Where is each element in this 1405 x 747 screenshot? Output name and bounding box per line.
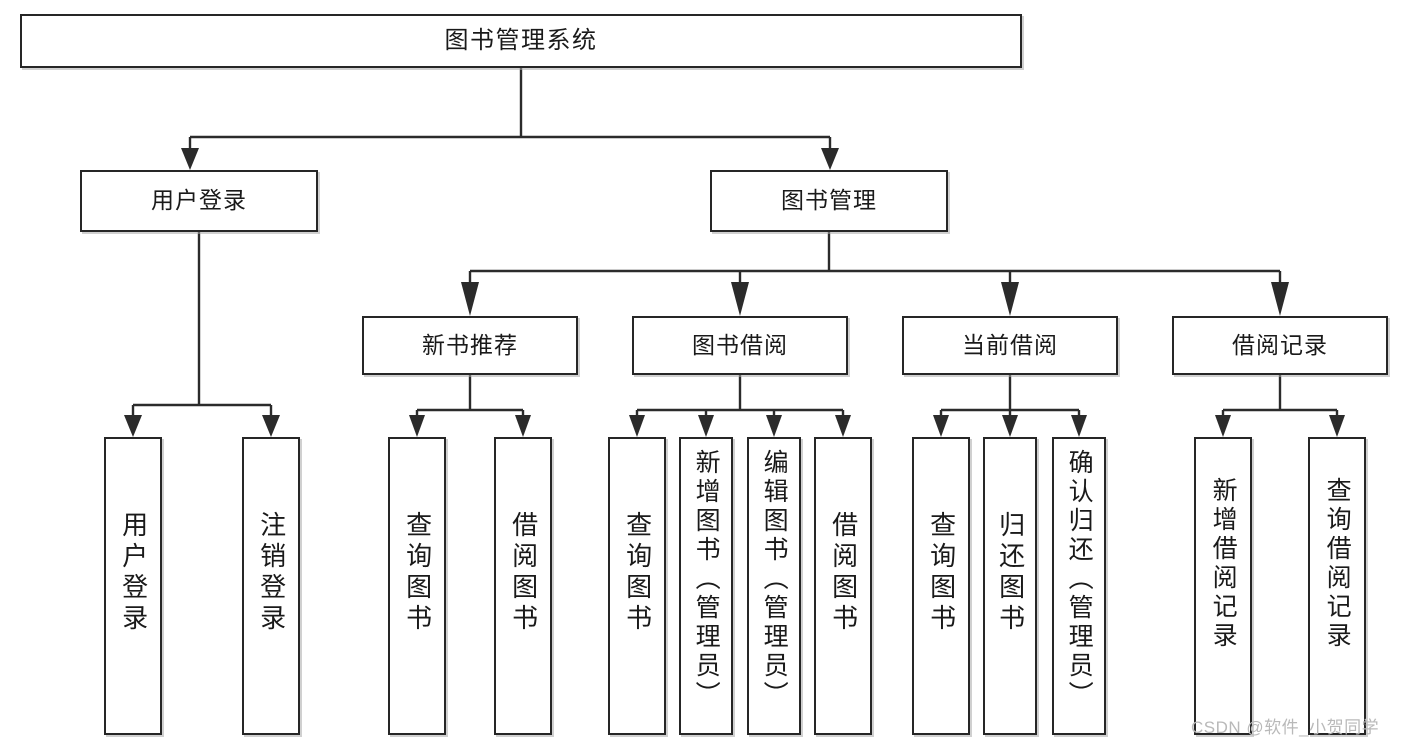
node-label: 当前借阅 bbox=[962, 331, 1058, 358]
leaf-user-login[interactable]: 用户登录 bbox=[104, 437, 162, 735]
arrowhead-leaf-add-book-admin bbox=[698, 415, 714, 437]
node-label: 图书管理系统 bbox=[444, 26, 598, 54]
node-label: 确认归还（管理员） bbox=[1065, 449, 1094, 710]
node-label: 注销登录 bbox=[256, 511, 287, 635]
node-label: 用户登录 bbox=[151, 187, 247, 214]
csdn-watermark: CSDN @软件_小贺同学 bbox=[1191, 718, 1380, 737]
node-label: 归还图书 bbox=[995, 511, 1026, 635]
arrowhead-borrow-record bbox=[1271, 282, 1289, 316]
node-root-book-management-system[interactable]: 图书管理系统 bbox=[20, 14, 1022, 68]
node-new-book-recommendation[interactable]: 新书推荐 bbox=[362, 316, 578, 375]
node-label: 用户登录 bbox=[118, 511, 149, 635]
node-label: 查询图书 bbox=[402, 511, 433, 635]
arrowhead-leaf-query-book-borrow bbox=[629, 415, 645, 437]
arrowhead-current-borrow bbox=[1001, 282, 1019, 316]
leaf-edit-book-admin[interactable]: 编辑图书（管理员） bbox=[747, 437, 801, 735]
leaf-return-book[interactable]: 归还图书 bbox=[983, 437, 1037, 735]
arrowhead-book-borrow bbox=[731, 282, 749, 316]
leaf-user-logout[interactable]: 注销登录 bbox=[242, 437, 300, 735]
arrowhead-leaf-borrow-book-rec bbox=[515, 415, 531, 437]
leaf-add-borrow-record[interactable]: 新增借阅记录 bbox=[1194, 437, 1252, 735]
node-label: 新增借阅记录 bbox=[1209, 477, 1238, 651]
leaf-query-book-recommend[interactable]: 查询图书 bbox=[388, 437, 446, 735]
leaf-confirm-return-admin[interactable]: 确认归还（管理员） bbox=[1052, 437, 1106, 735]
leaf-query-borrow-record[interactable]: 查询借阅记录 bbox=[1308, 437, 1366, 735]
arrowhead-leaf-query-book-current bbox=[933, 415, 949, 437]
node-label: 查询图书 bbox=[622, 511, 653, 635]
arrowhead-leaf-add-borrow-record bbox=[1215, 415, 1231, 437]
arrowhead-leaf-query-book-rec bbox=[409, 415, 425, 437]
node-book-borrow[interactable]: 图书借阅 bbox=[632, 316, 848, 375]
node-label: 编辑图书（管理员） bbox=[760, 449, 789, 710]
leaf-add-book-admin[interactable]: 新增图书（管理员） bbox=[679, 437, 733, 735]
node-label: 新增图书（管理员） bbox=[692, 449, 721, 710]
node-borrow-record[interactable]: 借阅记录 bbox=[1172, 316, 1388, 375]
leaf-borrow-book[interactable]: 借阅图书 bbox=[814, 437, 872, 735]
arrowhead-leaf-user-login bbox=[124, 415, 142, 437]
node-label: 借阅记录 bbox=[1232, 331, 1328, 358]
arrowhead-leaf-query-borrow-record bbox=[1329, 415, 1345, 437]
node-label: 查询图书 bbox=[926, 511, 957, 635]
arrowhead-leaf-edit-book-admin bbox=[766, 415, 782, 437]
node-label: 新书推荐 bbox=[422, 331, 518, 358]
arrowhead-leaf-borrow-book bbox=[835, 415, 851, 437]
node-user-login[interactable]: 用户登录 bbox=[80, 170, 318, 232]
leaf-query-book-borrow[interactable]: 查询图书 bbox=[608, 437, 666, 735]
node-label: 借阅图书 bbox=[508, 511, 539, 635]
node-label: 图书管理 bbox=[781, 187, 877, 214]
node-current-borrow[interactable]: 当前借阅 bbox=[902, 316, 1118, 375]
node-label: 图书借阅 bbox=[692, 331, 788, 358]
arrowhead-user-login bbox=[181, 148, 199, 170]
node-label: 查询借阅记录 bbox=[1323, 477, 1352, 651]
arrowhead-book-manage bbox=[821, 148, 839, 170]
arrowhead-leaf-confirm-return-admin bbox=[1071, 415, 1087, 437]
arrowhead-new-book-rec bbox=[461, 282, 479, 316]
leaf-query-book-current[interactable]: 查询图书 bbox=[912, 437, 970, 735]
leaf-borrow-book-recommend[interactable]: 借阅图书 bbox=[494, 437, 552, 735]
arrowhead-leaf-user-logout bbox=[262, 415, 280, 437]
arrowhead-leaf-return-book bbox=[1002, 415, 1018, 437]
node-label: 借阅图书 bbox=[828, 511, 859, 635]
node-book-manage[interactable]: 图书管理 bbox=[710, 170, 948, 232]
